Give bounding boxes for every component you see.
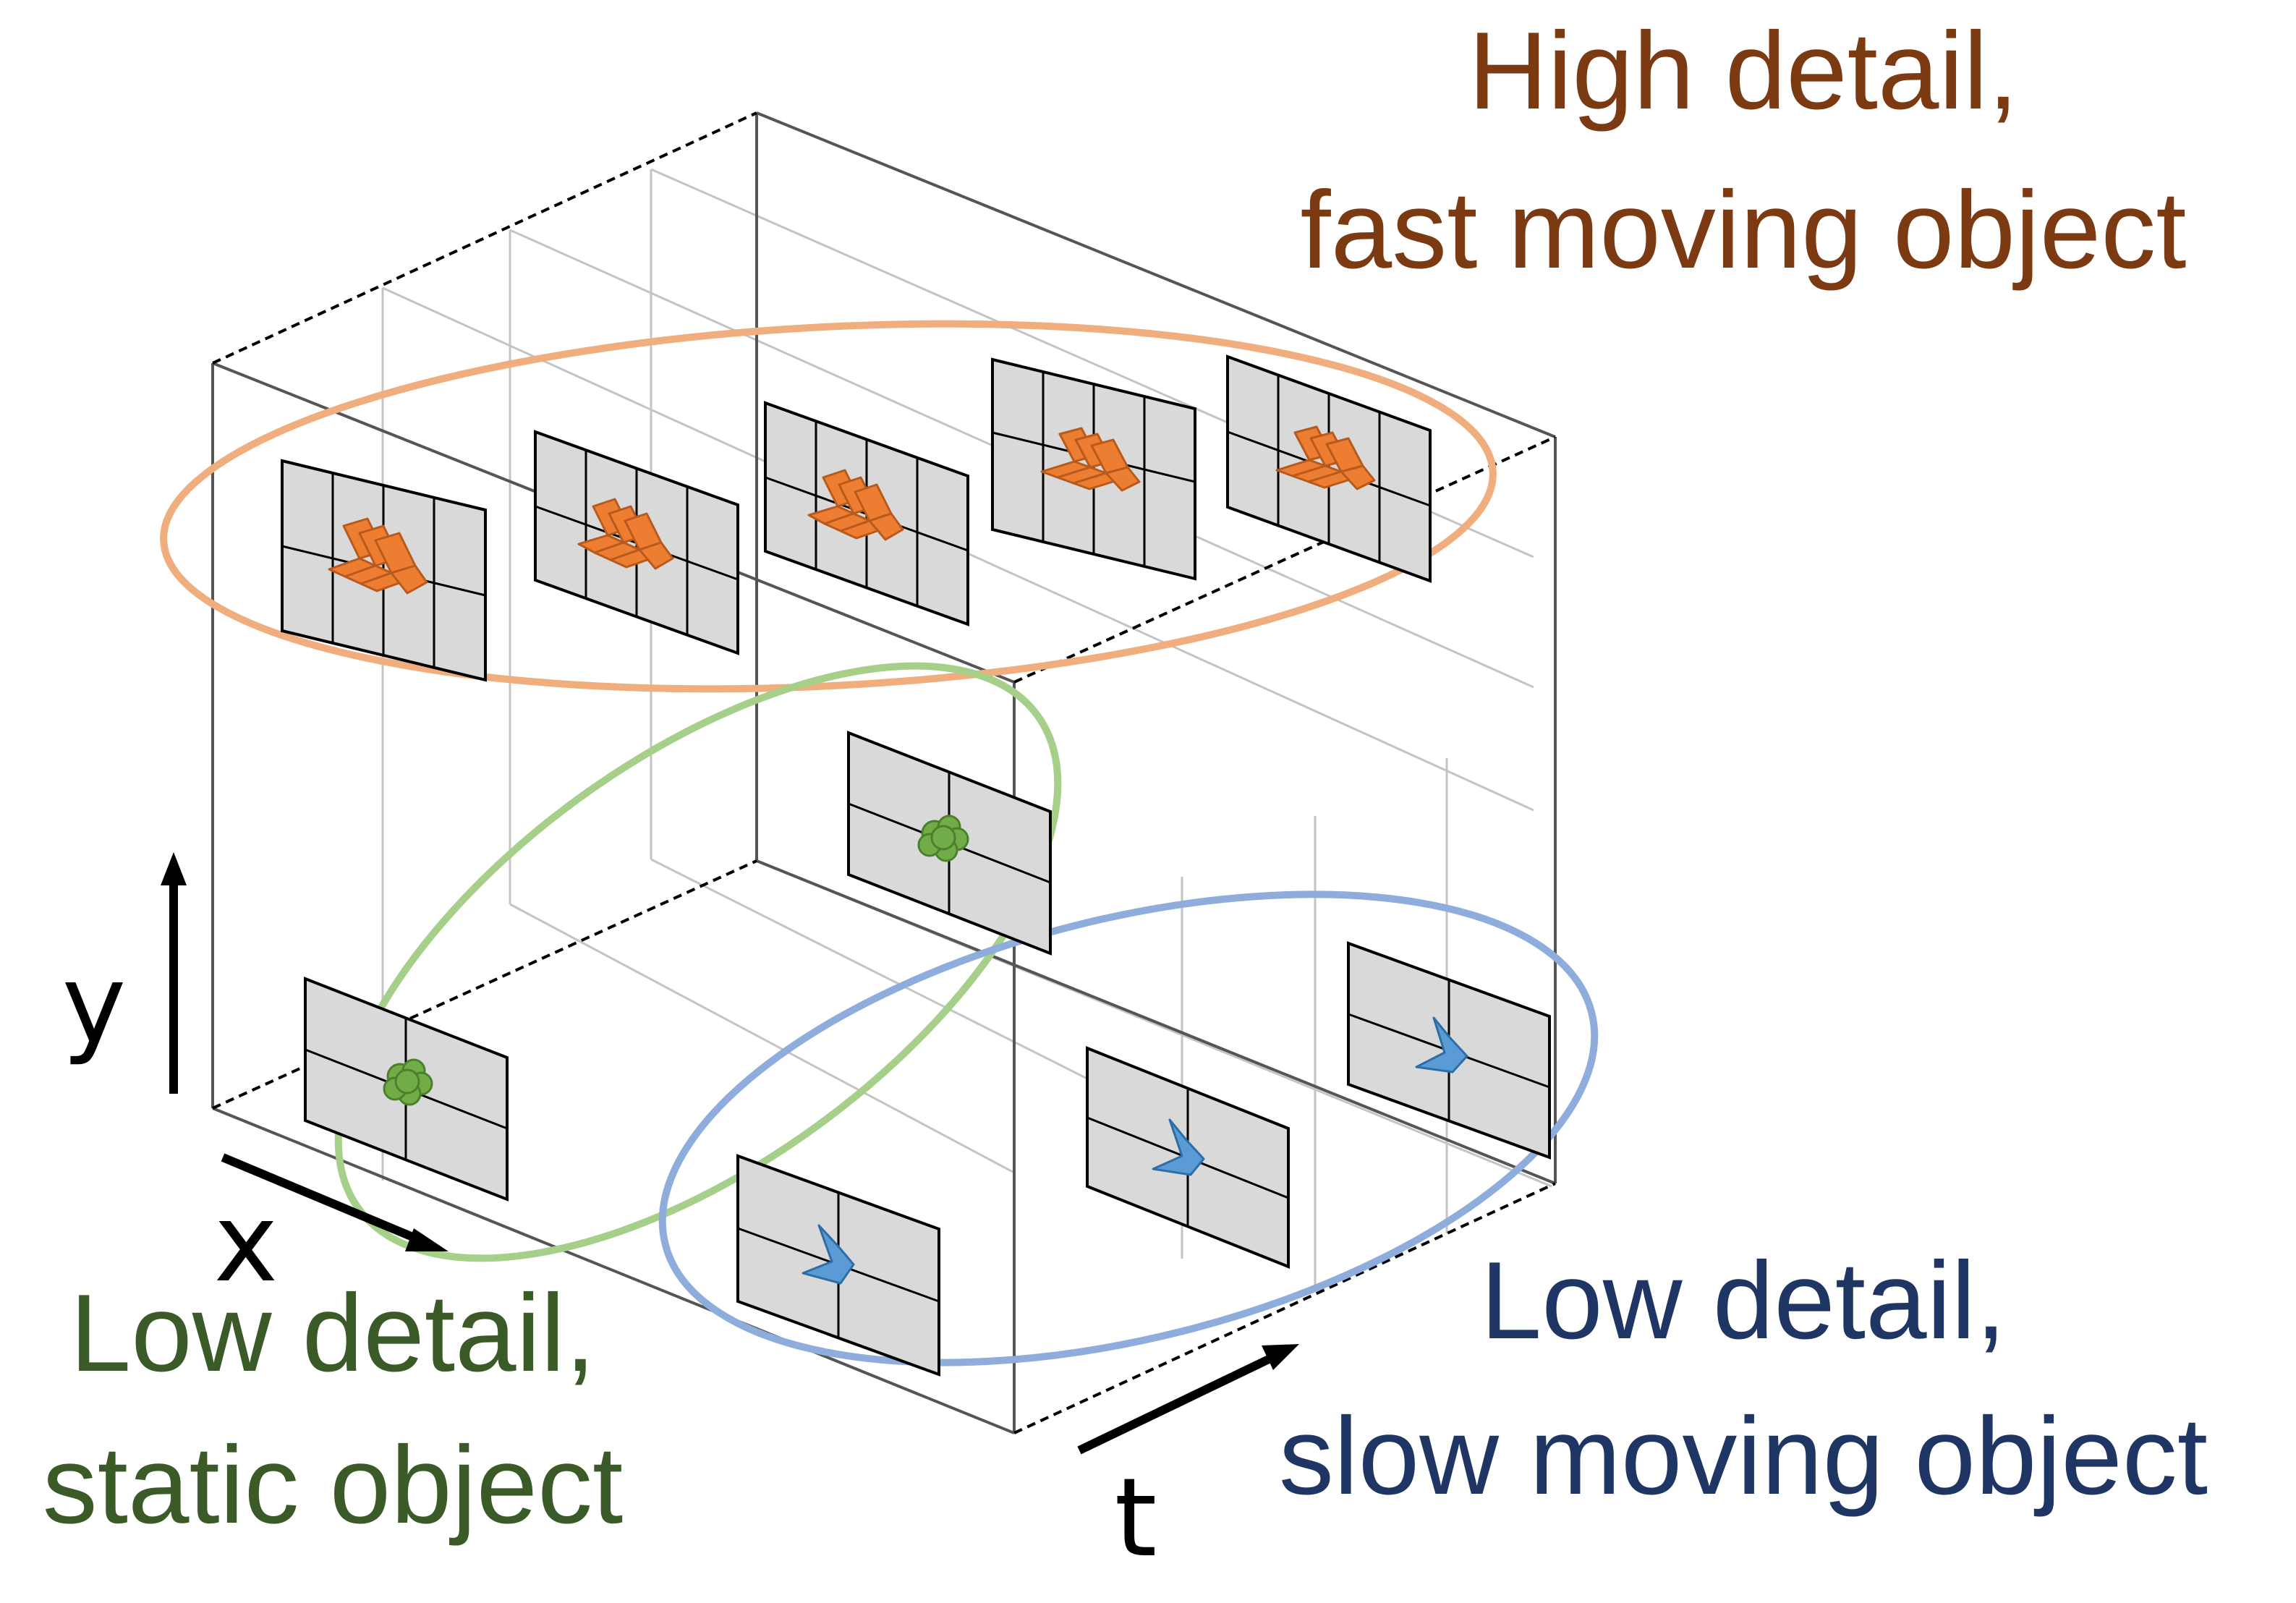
static-object-caption: Low detail, static object <box>43 1272 624 1547</box>
t-axis-label: t <box>1115 1455 1157 1581</box>
high-detail-frame <box>764 401 969 626</box>
slow-object-caption-line2: slow moving object <box>1279 1395 2208 1518</box>
t-axis-arrowhead-icon <box>1262 1344 1299 1370</box>
slow-object-arrowhead-icon <box>1152 1118 1205 1176</box>
fast-object-chevron-icon <box>1275 425 1376 490</box>
axis-arrows <box>161 852 1299 1455</box>
slow-object-caption: Low detail, slow moving object <box>1279 1239 2208 1518</box>
high-detail-frame <box>991 357 1196 581</box>
slow-object-group-ellipse <box>658 890 1599 1366</box>
static-object-caption-line2: static object <box>43 1424 624 1547</box>
x-axis-arrow <box>221 1153 422 1244</box>
high-detail-frame <box>281 459 487 682</box>
slow-object-caption-line1: Low detail, <box>1481 1239 2007 1362</box>
fast-object-chevron-icon <box>807 469 904 541</box>
slow-object-frame <box>1347 941 1551 1160</box>
high-detail-group-ellipse <box>160 320 1497 693</box>
y-axis-arrowhead-icon <box>161 852 187 885</box>
static-object-group-ellipse <box>334 662 1062 1262</box>
fast-object-chevron-icon <box>1040 427 1141 492</box>
x-axis-arrowhead-icon <box>405 1228 448 1251</box>
slow-object-arrowhead-icon <box>1415 1016 1468 1073</box>
fast-object-chevron-icon <box>577 498 674 570</box>
static-object-caption-line1: Low detail, <box>70 1272 596 1395</box>
high-detail-caption-line1: High detail, <box>1468 9 2018 132</box>
slow-object-frame <box>1086 1046 1290 1269</box>
cube-inner-gridlines <box>381 168 1552 1291</box>
x-axis-label: x <box>214 1181 279 1306</box>
t-axis-arrow <box>1077 1354 1272 1455</box>
slow-object-arrowhead-icon <box>802 1224 855 1285</box>
y-axis-label: y <box>62 942 127 1068</box>
static-object-frame <box>847 731 1052 956</box>
high-detail-frame <box>534 430 739 655</box>
high-detail-caption: High detail, fast moving object <box>1300 9 2186 292</box>
slow-object-frame <box>736 1154 940 1377</box>
high-detail-frame <box>1226 354 1432 583</box>
fast-object-chevron-icon <box>328 517 428 595</box>
static-object-blob-icon <box>917 815 969 862</box>
cube-dashed-edges <box>212 111 1556 1434</box>
high-detail-caption-line2: fast moving object <box>1300 169 2186 292</box>
static-object-blob-icon <box>383 1058 433 1106</box>
static-object-frame <box>304 977 509 1202</box>
